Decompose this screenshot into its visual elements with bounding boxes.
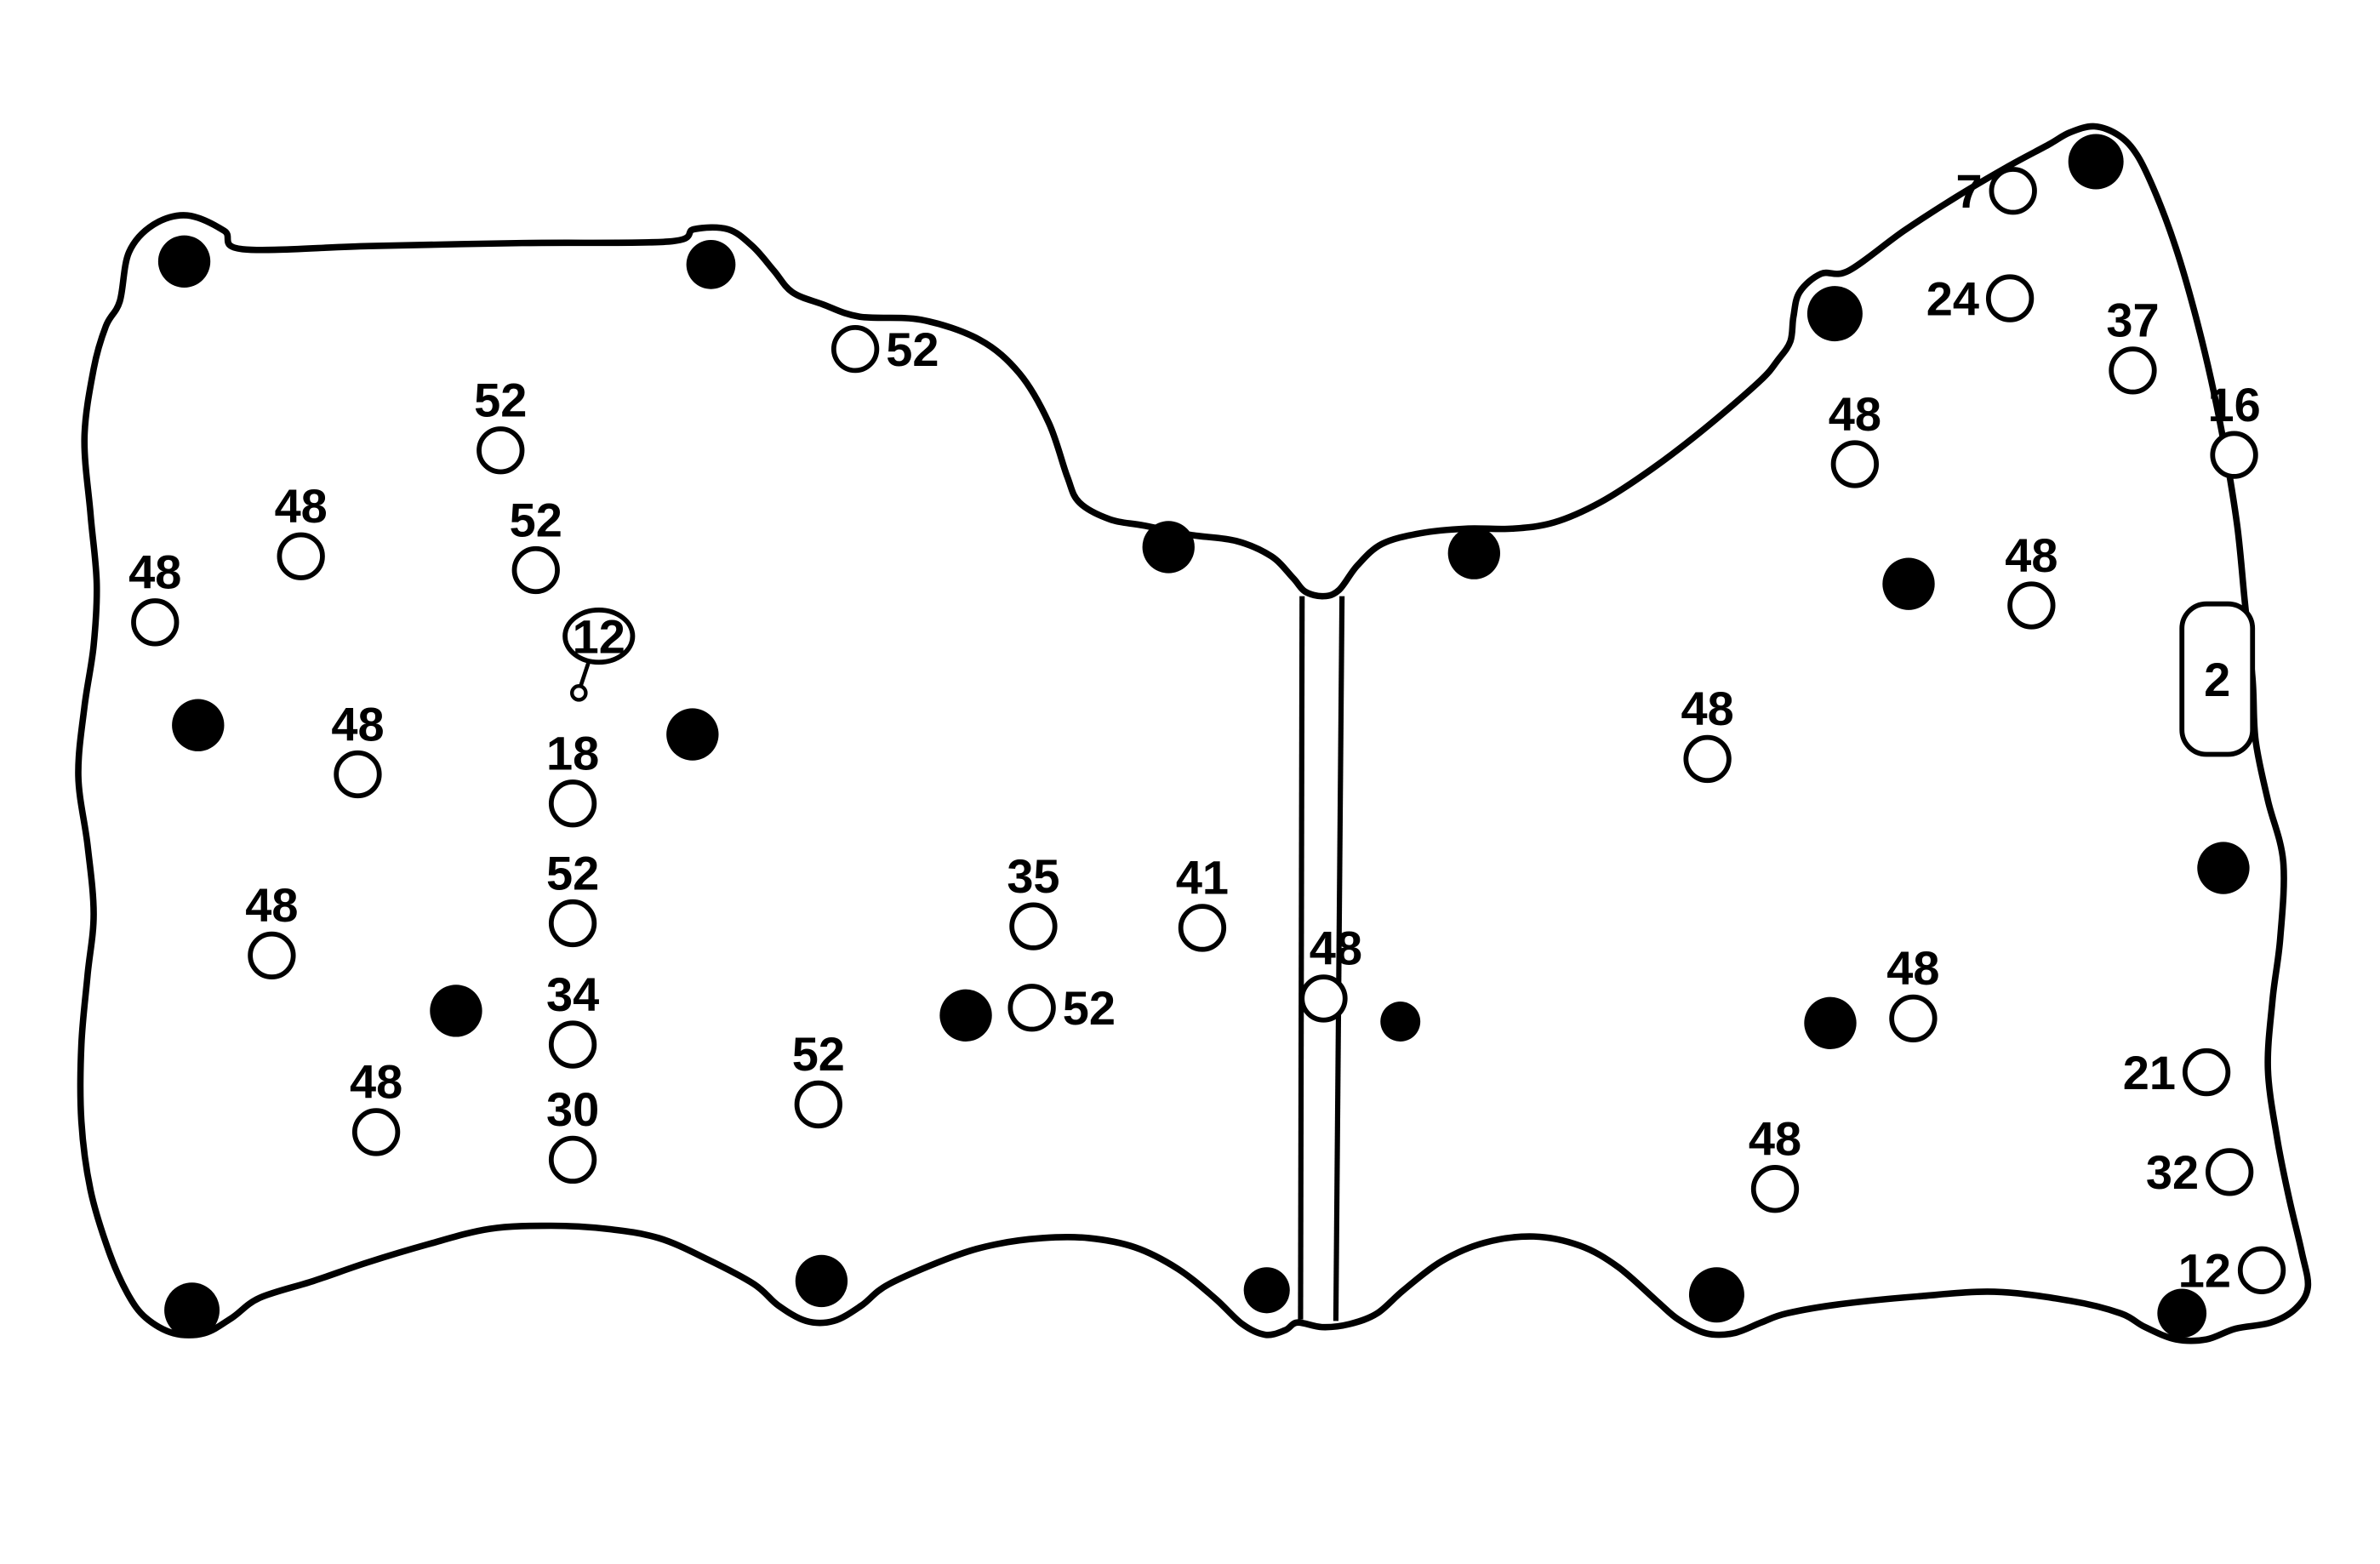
bolt-hole bbox=[430, 985, 482, 1037]
callout-circle-21 bbox=[2182, 1047, 2231, 1097]
bolt-hole bbox=[172, 699, 225, 751]
callout-circle-52 bbox=[477, 426, 525, 475]
callout-label-12: 12 bbox=[2178, 1244, 2231, 1298]
callout-label-52: 52 bbox=[510, 493, 562, 546]
callout-circle-18 bbox=[548, 779, 597, 828]
callout-circle-48 bbox=[1299, 974, 1348, 1023]
channel-line-2 bbox=[1333, 596, 1345, 1321]
bolt-hole bbox=[1688, 1267, 1744, 1323]
callout-label-48: 48 bbox=[1681, 682, 1734, 735]
callout-circle-16 bbox=[2210, 431, 2258, 479]
circled-callout-leader bbox=[578, 661, 591, 689]
callout-label-7: 7 bbox=[1956, 164, 1983, 218]
callout-circle-34 bbox=[548, 1020, 597, 1069]
orifice-hole bbox=[570, 684, 588, 702]
callout-circle-7 bbox=[1989, 167, 2037, 215]
callout-circle-41 bbox=[1178, 904, 1227, 952]
callout-circle-30 bbox=[548, 1135, 597, 1184]
callout-label-48: 48 bbox=[275, 479, 328, 533]
callout-label-52: 52 bbox=[1063, 981, 1116, 1035]
callout-label-48: 48 bbox=[1829, 387, 1881, 441]
callout-label-52: 52 bbox=[792, 1027, 845, 1081]
callout-label-48: 48 bbox=[245, 878, 298, 932]
slot-callout-box bbox=[2179, 601, 2256, 757]
callout-label-16: 16 bbox=[2207, 378, 2260, 431]
bolt-hole bbox=[164, 1282, 220, 1339]
bolt-hole bbox=[1142, 521, 1195, 574]
callout-circle-52 bbox=[794, 1080, 842, 1129]
bolt-hole bbox=[2068, 134, 2124, 190]
circled-callout-ring bbox=[562, 608, 636, 665]
callout-circle-24 bbox=[1985, 274, 2035, 323]
bolt-hole bbox=[1804, 996, 1857, 1049]
slot-callout-label: 2 bbox=[2204, 653, 2230, 706]
callout-label-35: 35 bbox=[1007, 849, 1059, 903]
callout-label-37: 37 bbox=[2106, 294, 2159, 347]
callout-label-48: 48 bbox=[1886, 941, 1939, 995]
channel-line-1 bbox=[1298, 596, 1305, 1320]
callout-circle-48 bbox=[248, 931, 296, 980]
bolt-hole bbox=[1882, 557, 1935, 610]
callout-circle-48 bbox=[131, 598, 180, 647]
callout-label-48: 48 bbox=[2005, 528, 2058, 582]
callout-circle-32 bbox=[2206, 1148, 2254, 1196]
callout-circle-52 bbox=[1007, 984, 1056, 1032]
callout-label-48: 48 bbox=[331, 697, 384, 751]
callout-circle-37 bbox=[2109, 346, 2157, 395]
circled-callout-label: 12 bbox=[573, 609, 625, 663]
callout-label-41: 41 bbox=[1176, 851, 1229, 905]
callout-label-48: 48 bbox=[128, 545, 181, 599]
callout-circle-52 bbox=[548, 899, 597, 948]
callout-circle-48 bbox=[1889, 994, 1938, 1043]
bolt-hole bbox=[686, 240, 736, 289]
bolt-hole bbox=[666, 708, 719, 761]
bolt-hole bbox=[2157, 1288, 2207, 1339]
callout-label-24: 24 bbox=[1926, 271, 1979, 325]
callout-label-32: 32 bbox=[2146, 1145, 2199, 1199]
callout-label-52: 52 bbox=[886, 323, 939, 376]
callout-label-52: 52 bbox=[474, 374, 527, 427]
callout-circle-35 bbox=[1009, 902, 1058, 950]
bolt-hole bbox=[795, 1254, 848, 1308]
bolt-hole bbox=[1243, 1267, 1290, 1314]
callout-label-52: 52 bbox=[546, 846, 599, 899]
callout-label-48: 48 bbox=[1310, 922, 1362, 975]
callout-label-48: 48 bbox=[350, 1055, 402, 1109]
bolt-hole bbox=[1806, 286, 1863, 342]
callout-circle-52 bbox=[830, 324, 880, 374]
callout-circle-48 bbox=[1683, 734, 1732, 784]
callout-label-30: 30 bbox=[546, 1082, 599, 1136]
callout-circle-12 bbox=[2237, 1246, 2286, 1294]
callout-circle-48 bbox=[1830, 440, 1880, 488]
callout-label-48: 48 bbox=[1749, 1111, 1801, 1165]
callout-circle-48 bbox=[334, 750, 382, 799]
bolt-hole bbox=[1447, 527, 1501, 579]
callout-circle-48 bbox=[351, 1108, 401, 1156]
callout-label-21: 21 bbox=[2123, 1046, 2176, 1099]
callout-label-18: 18 bbox=[546, 727, 599, 780]
bolt-hole bbox=[2197, 842, 2250, 894]
callout-circle-48 bbox=[2007, 581, 2056, 630]
bolt-hole bbox=[939, 989, 992, 1042]
callout-circle-48 bbox=[1750, 1165, 1800, 1213]
bolt-hole bbox=[1380, 1002, 1421, 1042]
callout-circle-48 bbox=[277, 532, 325, 580]
callout-circle-52 bbox=[511, 545, 560, 595]
callout-label-34: 34 bbox=[546, 968, 599, 1021]
bolt-hole bbox=[157, 235, 211, 288]
